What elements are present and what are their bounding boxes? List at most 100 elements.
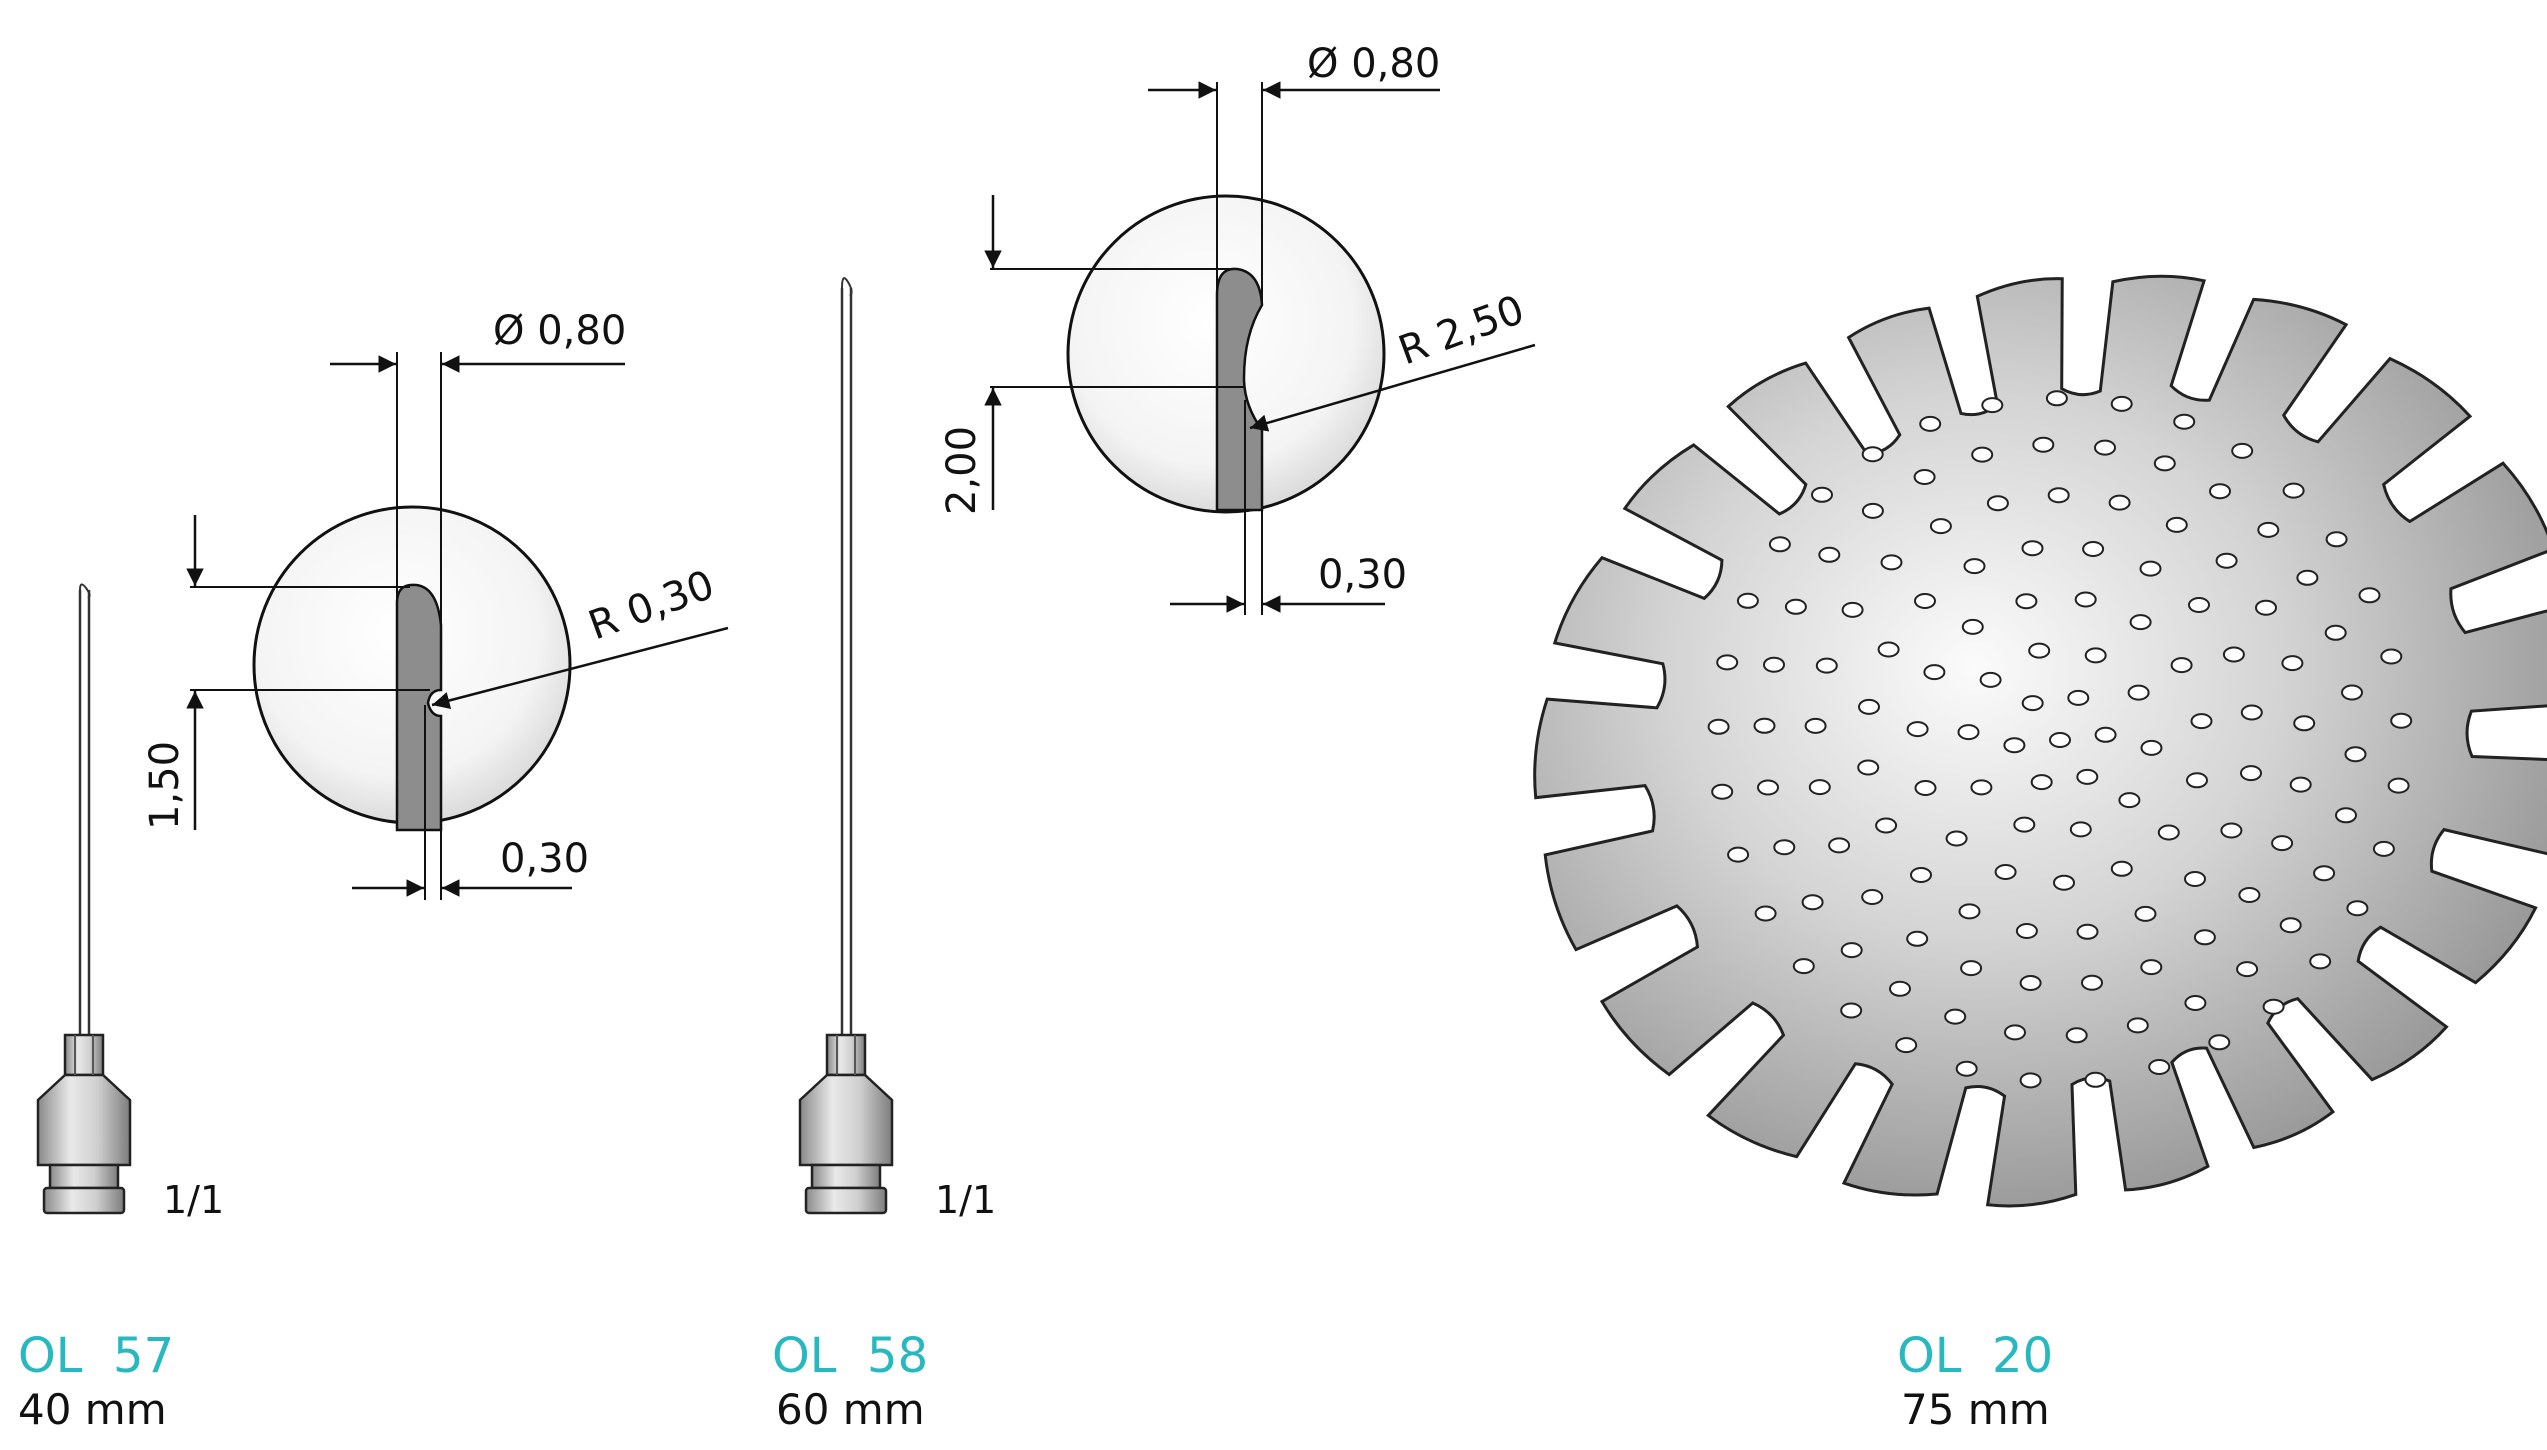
product-length: 75 mm — [1901, 1385, 2050, 1434]
needle-ol57 — [36, 583, 132, 1215]
plate-hole — [1895, 1037, 1918, 1054]
plate-hole — [2222, 646, 2245, 663]
plate-hole — [1970, 779, 1993, 796]
plate-hole — [1914, 593, 1936, 609]
plate-hole — [2094, 726, 2117, 743]
plate-hole — [1889, 980, 1911, 997]
ol57-thickness-label: 0,30 — [500, 836, 589, 882]
plate-hole — [1906, 930, 1929, 947]
plate-hole — [2118, 792, 2141, 809]
plate-hole — [1880, 554, 1903, 571]
plate-hole — [1711, 783, 1734, 800]
plate-hole — [1958, 903, 1981, 920]
plate-hole — [1945, 830, 1968, 847]
plate-hole — [2335, 807, 2357, 824]
plate-hole — [2289, 776, 2312, 793]
plate-hole — [1707, 718, 1730, 735]
plate-hole — [1753, 717, 1776, 734]
plate-hole — [2324, 624, 2347, 641]
plate-hole — [2065, 1027, 2088, 1044]
plate-hole — [1971, 446, 1994, 463]
plate-hole — [2279, 917, 2302, 934]
plate-hole — [2240, 765, 2262, 782]
tip-detail-ol57 — [186, 352, 729, 900]
plate-hole — [2127, 684, 2150, 701]
plate-hole — [1792, 958, 1815, 975]
plate-hole — [2184, 871, 2206, 887]
plate-hole — [2325, 531, 2348, 548]
plate-hole — [2271, 835, 2294, 852]
product-code: OL 58 — [772, 1328, 928, 1384]
plate-hole — [2045, 390, 2068, 407]
ol58-scale-label: 1/1 — [935, 1178, 996, 1222]
plate-hole — [2047, 487, 2070, 504]
product-label-ol57: OL 57 40 mm — [18, 1328, 174, 1434]
plate-hole — [2084, 1071, 2107, 1088]
plate-hole — [2173, 413, 2196, 430]
plate-hole — [2309, 953, 2332, 970]
plate-hole — [2015, 923, 2038, 939]
plate-hole — [2074, 591, 2097, 608]
plate-hole — [2032, 436, 2055, 453]
plate-hole — [2003, 737, 2026, 754]
plate-hole — [1875, 817, 1898, 834]
plate-hole — [2084, 647, 2107, 664]
tip-detail-ol58 — [984, 81, 1536, 615]
plate-hole — [2390, 712, 2413, 729]
plate-hole — [1957, 724, 1980, 741]
ol58-radius-label: R 2,50 — [1393, 287, 1530, 375]
plate-hole — [2030, 774, 2053, 791]
plate-hole — [2028, 642, 2051, 659]
plate-hole — [2387, 777, 2410, 794]
plate-hole — [2076, 923, 2099, 940]
plate-hole — [1979, 671, 2002, 688]
plate-hole — [2094, 439, 2116, 456]
plate-hole — [1913, 469, 1936, 485]
plate-hole — [1923, 664, 1946, 681]
plate-hole — [1960, 960, 1983, 977]
plate-hole — [2148, 1059, 2171, 1075]
plate-hole — [2165, 516, 2188, 533]
plate-hole — [2069, 821, 2092, 838]
plate-hole — [2296, 569, 2319, 586]
product-code: OL 57 — [18, 1328, 174, 1384]
plate-hole — [2076, 768, 2099, 785]
plate-hole — [2220, 822, 2243, 839]
plate-hole — [2281, 655, 2304, 672]
plate-hole — [1773, 839, 1796, 856]
plate-hole — [2193, 929, 2216, 946]
product-length: 60 mm — [776, 1385, 925, 1434]
plate-hole — [1914, 780, 1937, 796]
ol58-depth-label: 2,00 — [939, 426, 985, 515]
plate-hole — [2170, 657, 2193, 674]
plate-hole — [1858, 698, 1880, 715]
plate-hole — [2126, 1017, 2149, 1034]
plate-hole — [1801, 894, 1824, 911]
plate-hole — [2346, 900, 2369, 917]
plate-hole — [2108, 494, 2131, 511]
plate-hole — [1840, 942, 1863, 959]
plate-hole — [2257, 521, 2280, 538]
plate-hole — [2209, 483, 2231, 500]
needle-ol58 — [798, 277, 894, 1215]
plate-hole — [1929, 518, 1952, 535]
plate-hole — [2208, 1034, 2231, 1051]
plate-hole — [2186, 772, 2208, 789]
plate-hole — [2236, 961, 2259, 978]
perforated-plate-ol20 — [1533, 274, 2547, 1208]
plate-hole — [1828, 837, 1851, 854]
plate-hole — [2157, 824, 2180, 841]
plate-hole — [1757, 779, 1779, 796]
plate-hole — [2082, 541, 2105, 557]
plate-hole — [2188, 597, 2210, 613]
plate-hole — [1840, 1002, 1863, 1019]
plate-hole — [2110, 395, 2133, 412]
plate-hole — [1986, 495, 2009, 512]
plate-hole — [2019, 1072, 2042, 1089]
product-label-ol58: OL 58 60 mm — [772, 1328, 928, 1434]
plate-hole — [2019, 975, 2042, 991]
ol57-depth-label: 1,50 — [142, 741, 188, 830]
plate-hole — [2341, 684, 2363, 701]
plate-hole — [1944, 1008, 1967, 1025]
plate-hole — [2344, 746, 2367, 763]
